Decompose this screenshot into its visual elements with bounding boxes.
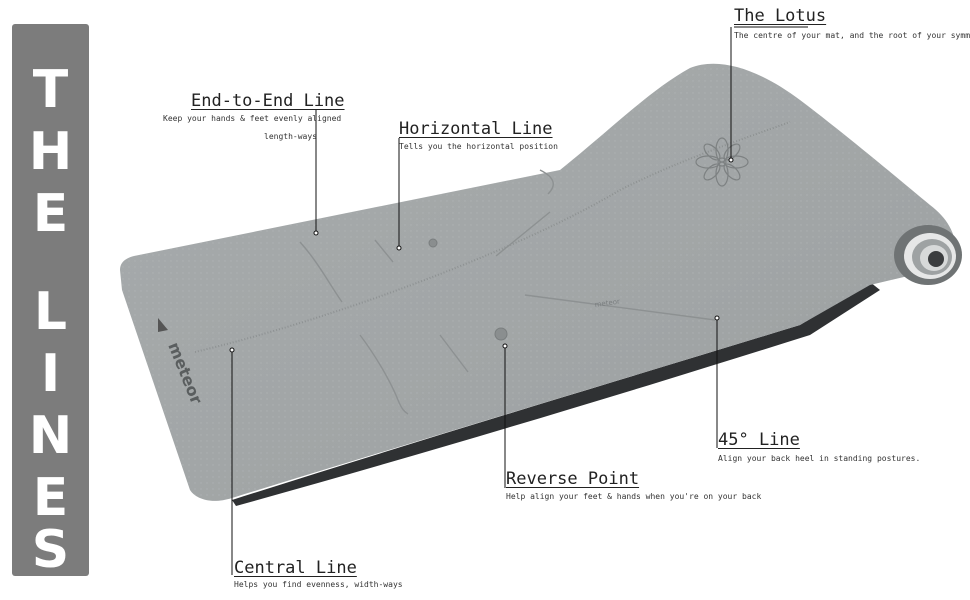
central-line-mark	[194, 121, 791, 353]
title-letter-s: S	[31, 520, 70, 580]
title-letter-e: E	[32, 184, 69, 244]
end-to-end-title: End-to-End Line	[191, 91, 345, 111]
title-sidebar: T H E L I N E S	[12, 24, 89, 576]
forty-five-mark-left	[495, 211, 551, 257]
title-letter-n: N	[28, 406, 73, 466]
horizontal-desc: Tells you the horizontal position	[399, 142, 558, 151]
central-dot	[229, 347, 235, 353]
forty-five-dot	[714, 315, 720, 321]
end-to-end-desc-line2: length-ways	[264, 132, 317, 141]
reverse-point-top	[428, 238, 438, 248]
mat-edge	[232, 282, 880, 506]
reverse-desc: Help align your feet & hands when you're…	[506, 492, 762, 501]
lotus-desc: The centre of your mat, and the root of …	[734, 31, 970, 40]
title-letter-l: L	[33, 282, 68, 342]
end-to-end-mark-top	[299, 241, 343, 303]
title-letter-h: H	[28, 122, 73, 182]
title-letter-i: I	[40, 344, 61, 404]
reverse-point-bottom	[494, 327, 508, 341]
end-to-end-mark-bottom	[359, 334, 409, 415]
horizontal-mark-bottom	[439, 334, 469, 373]
reverse-title: Reverse Point	[506, 469, 640, 489]
horizontal-dot	[396, 245, 402, 251]
horizontal-mark-top	[374, 239, 394, 263]
lotus-arc-mark	[539, 169, 554, 195]
end-to-end-desc-line1: Keep your hands & feet evenly aligned	[163, 114, 342, 123]
title-letter-e2: E	[32, 468, 69, 528]
horizontal-title: Horizontal Line	[399, 119, 553, 139]
reverse-dot	[502, 343, 508, 349]
callout-leaders	[231, 26, 808, 575]
mat-imprint-text: meteor	[594, 298, 620, 309]
mat-surface	[120, 63, 957, 501]
forty-five-title: 45° Line	[718, 430, 800, 450]
central-desc: Helps you find evenness, width-ways	[234, 580, 403, 589]
callout-dots	[229, 157, 734, 353]
lotus-emblem	[695, 137, 749, 187]
lotus-dot	[728, 157, 734, 163]
forty-five-mark-right	[524, 294, 716, 321]
lotus-title: The Lotus	[734, 6, 827, 26]
title-letter-t: T	[32, 60, 69, 120]
end-to-end-dot	[313, 230, 319, 236]
mat-roll	[894, 225, 962, 285]
forty-five-desc: Align your back heel in standing posture…	[718, 454, 921, 463]
central-title: Central Line	[234, 558, 357, 578]
